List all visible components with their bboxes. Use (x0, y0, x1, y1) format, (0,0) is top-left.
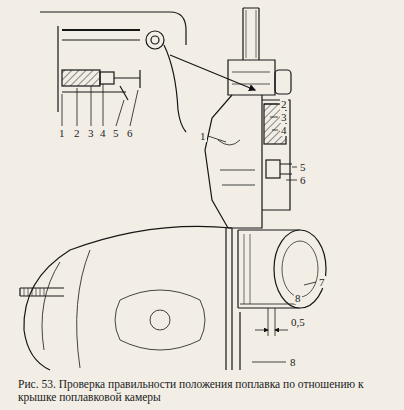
callout-number: 3 (280, 111, 288, 123)
inset-callout: 2 (73, 127, 81, 139)
inset-callout: 5 (112, 127, 120, 139)
dimension-label: 0,5 (290, 316, 306, 328)
callout-number: 2 (280, 98, 288, 110)
inset-callout: 1 (58, 127, 66, 139)
figure-caption: Рис. 53. Проверка правильности положения… (18, 378, 390, 404)
callout-number: 1 (199, 130, 207, 142)
callout-number: 6 (299, 174, 307, 186)
callout-number: 7 (318, 276, 326, 288)
inset-callout: 4 (99, 127, 107, 139)
callout-number: 5 (299, 161, 307, 173)
inset-callout: 3 (87, 127, 95, 139)
callout-number: 8 (289, 356, 297, 368)
dimension-label: 8 (294, 292, 302, 304)
inset-callout: 6 (126, 127, 134, 139)
callout-number: 4 (280, 124, 288, 136)
